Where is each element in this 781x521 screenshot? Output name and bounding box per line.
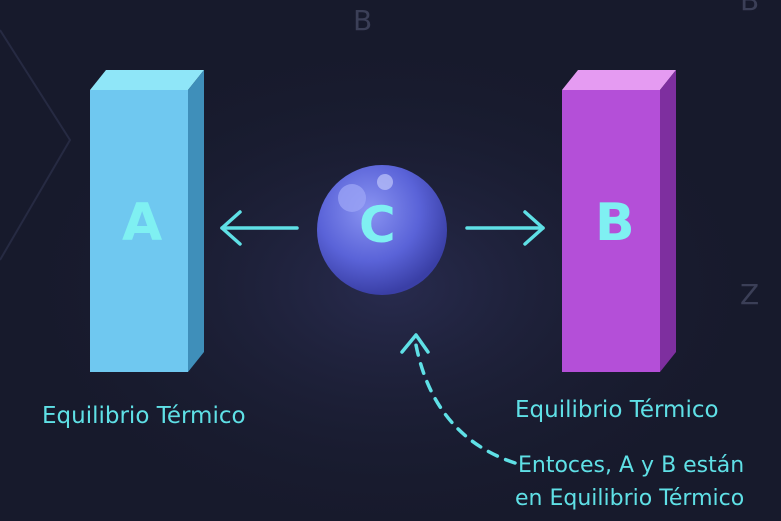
- arrow-left-icon: [220, 210, 299, 246]
- conclusion-line-2: en Equilibrio Térmico: [515, 486, 745, 511]
- conclusion-line-1: Entoces, A y B están: [518, 453, 745, 478]
- block-b-letter: B: [595, 193, 635, 253]
- block-b: [562, 70, 676, 372]
- sphere-highlight-small: [377, 174, 393, 190]
- block-a-front: [90, 90, 188, 372]
- block-b-front: [562, 90, 660, 372]
- block-b-label: Equilibrio Térmico: [515, 397, 719, 423]
- sphere-c: [317, 165, 447, 295]
- block-a-top: [90, 70, 204, 90]
- background-letter: Z: [740, 278, 760, 311]
- block-a: [90, 70, 204, 372]
- background-letter: B: [740, 0, 760, 17]
- block-a-label: Equilibrio Térmico: [42, 403, 246, 429]
- block-a-letter: A: [122, 193, 163, 253]
- block-b-side: [660, 70, 676, 372]
- arrow-right-icon: [465, 210, 545, 246]
- sphere-highlight: [338, 184, 366, 212]
- block-b-top: [562, 70, 676, 90]
- background-letter: B: [353, 4, 373, 37]
- block-a-side: [188, 70, 204, 372]
- background-line: [0, 29, 72, 261]
- dashed-curved-arrow-icon: [400, 333, 517, 465]
- sphere-c-letter: C: [359, 196, 396, 254]
